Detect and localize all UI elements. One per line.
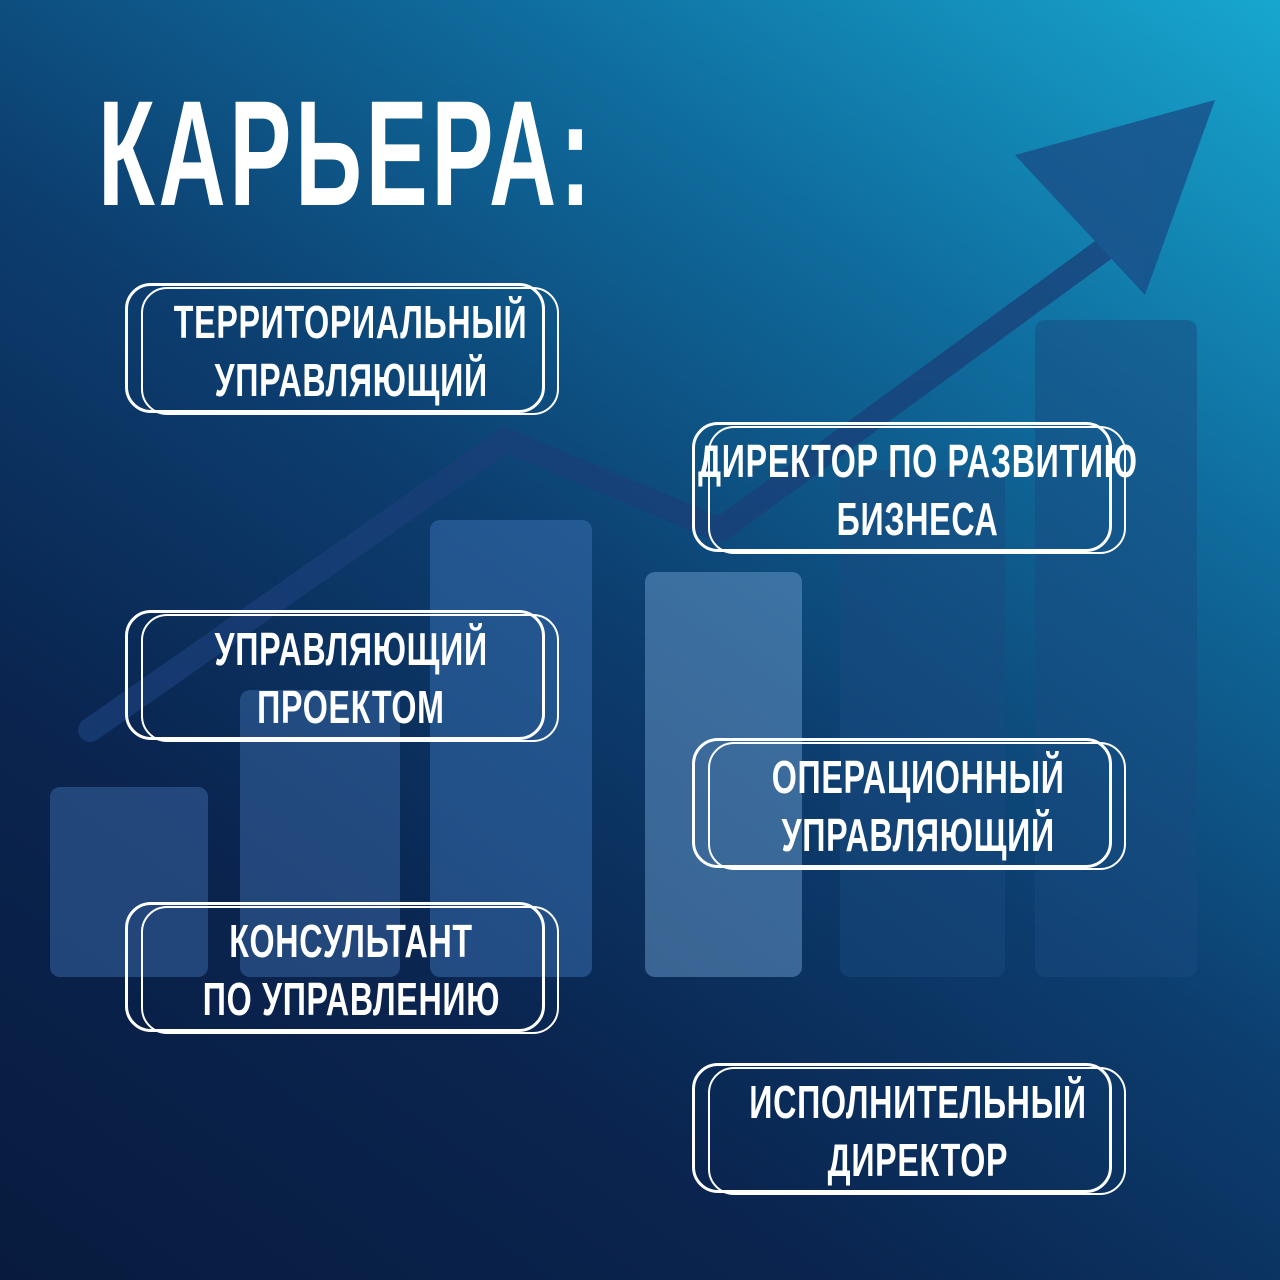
career-box-management-consultant: КОНСУЛЬТАНТ ПО УПРАВЛЕНИЮ [125, 902, 559, 1034]
bg-bar [50, 787, 208, 977]
page-title: КАРЬЕРА: [98, 69, 595, 237]
career-box-business-development-director: ДИРЕКТОР ПО РАЗВИТИЮ БИЗНЕСА [692, 422, 1137, 554]
bg-bar [840, 470, 1005, 977]
career-label: КОНСУЛЬТАНТ [229, 915, 473, 967]
career-label: ПРОЕКТОМ [257, 681, 445, 733]
career-label: ТЕРРИТОРИАЛЬНЫЙ [174, 296, 528, 348]
bg-bar [240, 690, 400, 977]
career-label: БИЗНЕСА [837, 493, 999, 545]
career-box-territorial-manager: ТЕРРИТОРИАЛЬНЫЙ УПРАВЛЯЮЩИЙ [125, 283, 559, 415]
career-box-executive-director: ИСПОЛНИТЕЛЬНЫЙ ДИРЕКТОР [692, 1063, 1126, 1195]
career-label: ДИРЕКТОР [827, 1134, 1009, 1186]
career-box-operations-manager: ОПЕРАЦИОННЫЙ УПРАВЛЯЮЩИЙ [692, 738, 1126, 870]
bg-bar [1035, 320, 1197, 977]
arrow-icon [78, 100, 1215, 742]
career-label: ДИРЕКТОР ПО РАЗВИТИЮ [698, 435, 1138, 487]
career-label: УПРАВЛЯЮЩИЙ [781, 809, 1055, 861]
career-label: УПРАВЛЯЮЩИЙ [214, 623, 488, 675]
career-box-project-manager: УПРАВЛЯЮЩИЙ ПРОЕКТОМ [125, 610, 559, 742]
bg-bar [645, 572, 802, 977]
career-label: УПРАВЛЯЮЩИЙ [214, 354, 488, 406]
career-label: ОПЕРАЦИОННЫЙ [771, 751, 1065, 803]
career-label: ИСПОЛНИТЕЛЬНЫЙ [749, 1076, 1087, 1128]
career-label: ПО УПРАВЛЕНИЮ [202, 973, 500, 1025]
